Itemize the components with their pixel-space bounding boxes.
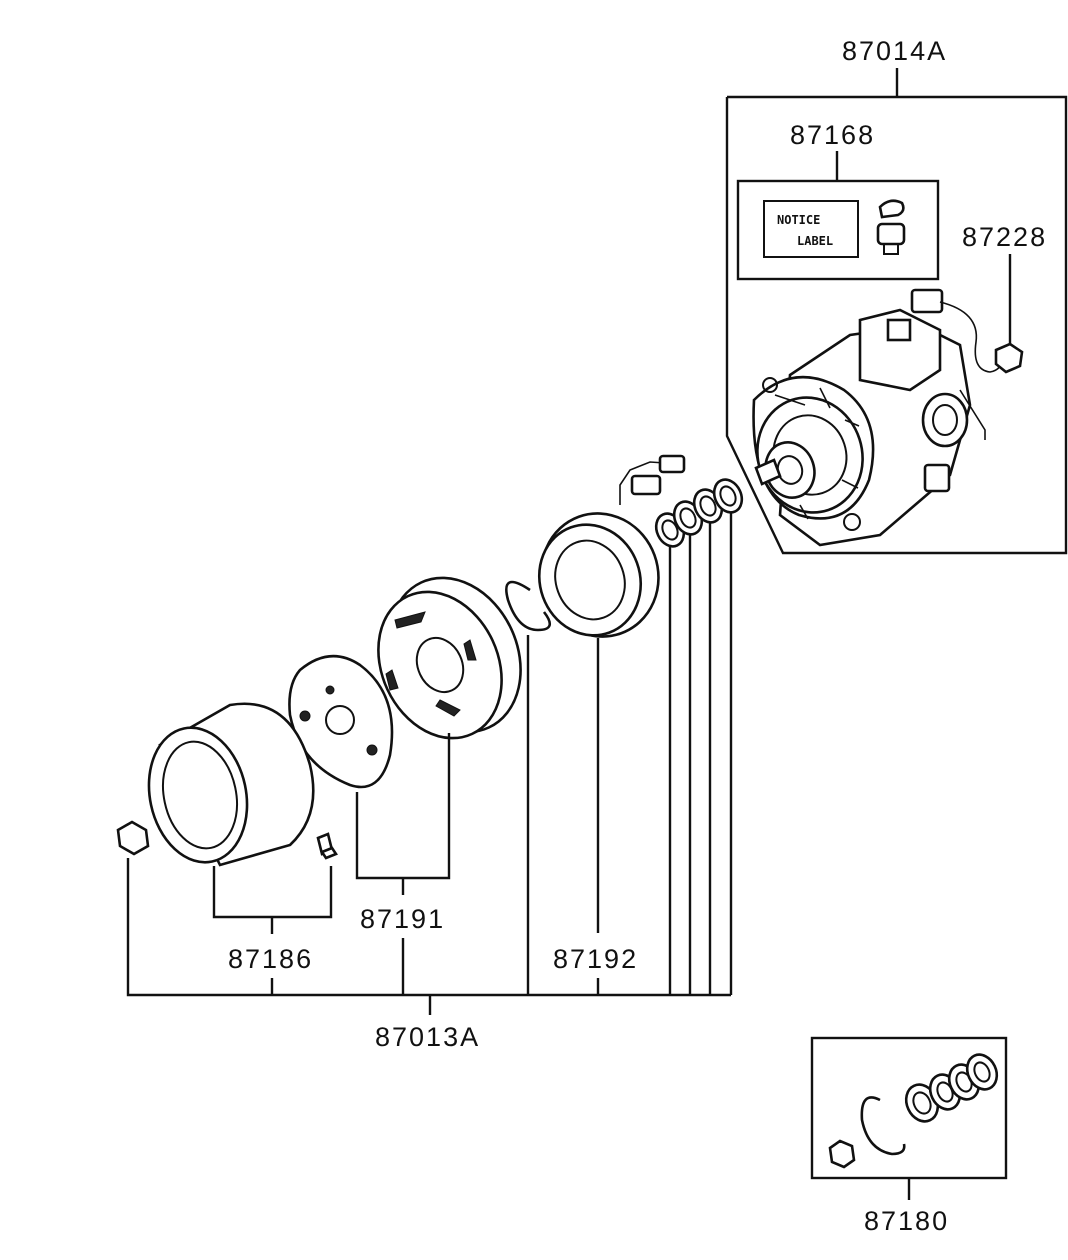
pulley-part xyxy=(147,702,315,867)
service-valve-cap xyxy=(876,199,906,255)
compressor-body xyxy=(752,308,986,547)
nut-part xyxy=(116,820,150,856)
part-label-87186[interactable]: 87186 xyxy=(228,944,313,974)
wire-harness-part xyxy=(910,288,1024,374)
shim-kit-parts xyxy=(828,1053,999,1169)
snap-ring-part xyxy=(505,580,552,632)
leader-87228 xyxy=(1003,254,1012,352)
notice-label-line1: NOTICE xyxy=(777,213,820,227)
compressor-assembly-box xyxy=(725,95,1068,555)
rotor-part xyxy=(377,576,522,740)
shim-kit-group[interactable]: 87180 xyxy=(810,1036,1008,1236)
notice-label-line2: LABEL xyxy=(797,234,833,248)
part-label-87228[interactable]: 87228 xyxy=(962,222,1047,252)
shims-group xyxy=(654,478,744,548)
compressor-assembly-group[interactable]: 87014A 87168 NOTICE LABEL 87228 xyxy=(725,36,1068,555)
part-label-87192[interactable]: 87192 xyxy=(553,944,638,974)
armature-plate-part xyxy=(288,654,394,789)
notice-label-sticker xyxy=(763,200,859,258)
part-label-87013a[interactable]: 87013A xyxy=(375,1022,480,1052)
part-label-87168[interactable]: 87168 xyxy=(790,120,875,150)
field-coil-part xyxy=(537,454,686,638)
part-label-87191[interactable]: 87191 xyxy=(360,904,445,934)
part-label-87180[interactable]: 87180 xyxy=(864,1206,949,1236)
bolt-part xyxy=(316,832,338,860)
clutch-leaders xyxy=(126,512,733,1015)
part-label-87014a[interactable]: 87014A xyxy=(842,36,947,66)
notice-label-box xyxy=(736,179,940,281)
